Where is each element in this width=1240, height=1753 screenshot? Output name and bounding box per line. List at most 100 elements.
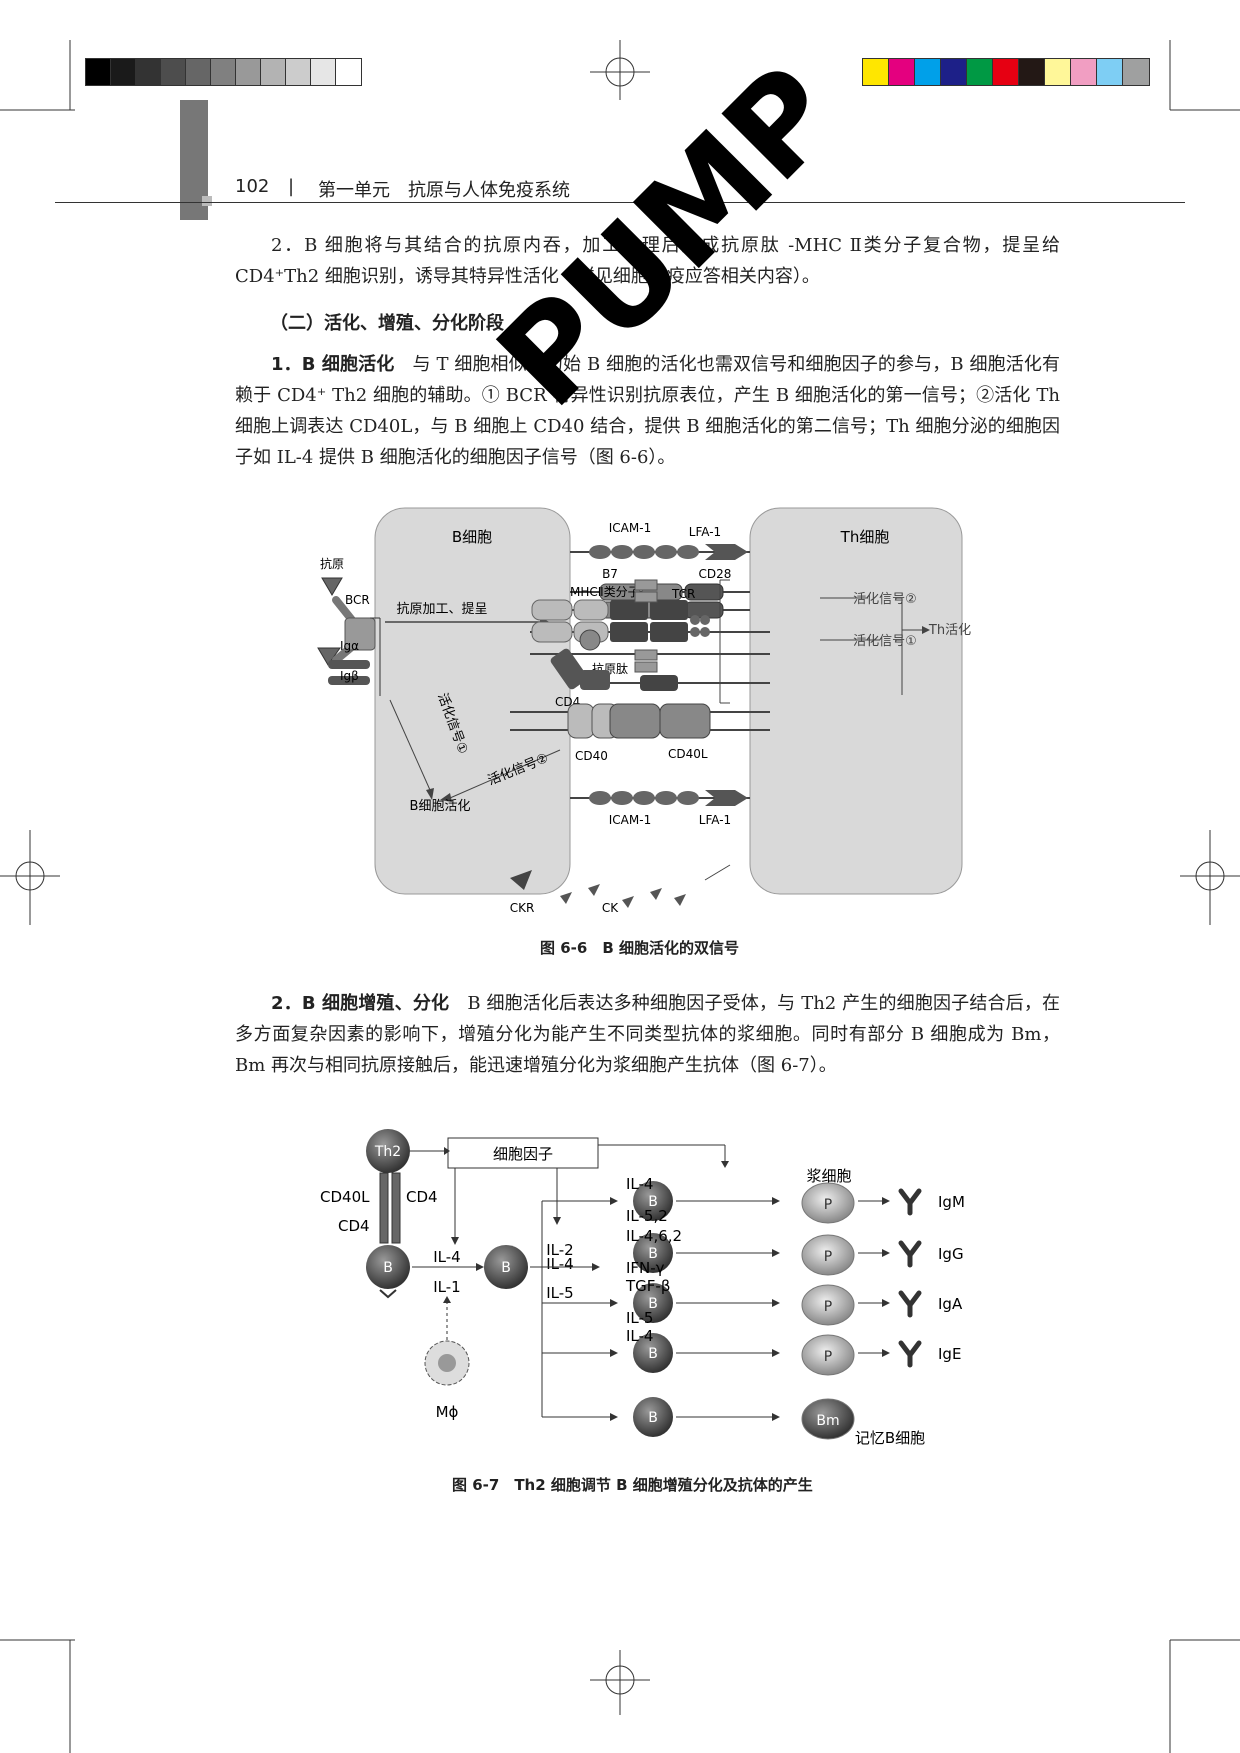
color-swatch (914, 58, 942, 86)
b-activation-label: B细胞活化 (410, 799, 471, 814)
antibody-label: IgG (938, 1245, 964, 1263)
il1-label: IL-1 (433, 1278, 460, 1296)
b-cell-label: B细胞 (452, 528, 492, 546)
b-cell-label: B (648, 1346, 658, 1362)
gray-swatch (210, 58, 237, 86)
th-activation-label: Th活化 (928, 623, 971, 638)
chapter-tab-notch (202, 196, 212, 206)
color-swatch (966, 58, 994, 86)
gray-swatch (185, 58, 212, 86)
gray-swatch (235, 58, 262, 86)
cell-type-label: P (824, 1299, 832, 1315)
antibody-label: IgA (938, 1295, 963, 1313)
plasma-cell (801, 1334, 855, 1376)
cytokine-bottom-label: IFN-γ (626, 1259, 665, 1277)
ck-label: CK (602, 901, 619, 915)
figure-6-7: Th2 细胞因子 CD40L CD4 CD4 B IL-4 IL-1 Mϕ B … (320, 1129, 965, 1447)
color-swatch (862, 58, 890, 86)
b-cell-label: B (648, 1296, 658, 1312)
cd40l-label: CD40L (668, 747, 708, 761)
color-swatch (888, 58, 916, 86)
gray-swatch (135, 58, 162, 86)
color-swatch (1096, 58, 1124, 86)
gray-swatch (110, 58, 137, 86)
paragraph-3-heading: 2．B 细胞增殖、分化 (271, 993, 450, 1014)
header-rule (55, 202, 1185, 203)
icam-bottom-label: ICAM-1 (609, 813, 651, 827)
gray-swatch (85, 58, 112, 86)
b-cell (633, 1397, 673, 1437)
paragraph-2-text: 与 T 细胞相似，初始 B 细胞的活化也需双信号和细胞因子的参与，B 细胞活化有… (235, 354, 1060, 468)
paragraph-3-text: B 细胞活化后表达多种细胞因子受体，与 Th2 产生的细胞因子结合后，在多方面复… (235, 993, 1060, 1076)
b-label-2: B (501, 1260, 511, 1276)
b-cell-body (374, 507, 571, 895)
cytokine-top-label: IL-4 (626, 1175, 653, 1193)
antibody-label: IgM (938, 1193, 965, 1211)
cytokines-label: 细胞因子 (493, 1145, 553, 1163)
cytokine-top-label: IL-4,6,2 (626, 1227, 682, 1245)
b-cell (633, 1181, 673, 1221)
cd28-label: CD28 (699, 567, 732, 581)
paragraph-2-heading: 1．B 细胞活化 (271, 354, 395, 375)
tcr-label: TCR (671, 587, 695, 601)
cd40-label: CD40 (575, 749, 608, 763)
plasma-cell (801, 1182, 855, 1224)
lfa-bottom-label: LFA-1 (699, 813, 731, 827)
cell-type-label: Bm (816, 1413, 839, 1429)
color-swatch (940, 58, 968, 86)
igalpha-label: Igα (340, 639, 359, 653)
figure-6-6-caption: 图 6-6 B 细胞活化的双信号 (540, 939, 739, 957)
figure-6-7-caption: 图 6-7 Th2 细胞调节 B 细胞增殖分化及抗体的产生 (452, 1476, 813, 1494)
processing-label: 抗原加工、提呈 (396, 601, 487, 617)
il5-label: IL-5 (546, 1284, 573, 1302)
signal-2-right-label: 活化信号② (853, 592, 917, 607)
figure-6-6: B细胞 Th细胞 ICAM-1 LFA-1 B7 CD28 活化信号② Th活化… (317, 507, 971, 915)
cytokine-bottom-label: IL-5,2 (626, 1207, 668, 1225)
th-cell-label: Th细胞 (840, 528, 890, 546)
color-swatch (1018, 58, 1046, 86)
gray-swatch (335, 58, 362, 86)
color-swatch (992, 58, 1020, 86)
il4-label-b: IL-4 (546, 1255, 573, 1273)
antigen-label: 抗原 (320, 556, 344, 571)
antibody-icon (898, 1188, 922, 1216)
memory-b-cell (801, 1398, 855, 1440)
b-cell (633, 1233, 673, 1273)
b7-label: B7 (602, 567, 618, 581)
th2-label: Th2 (374, 1144, 401, 1160)
bcr-label: BCR (345, 593, 370, 607)
color-swatch (1122, 58, 1150, 86)
gray-swatch (310, 58, 337, 86)
b-cell-label: B (648, 1410, 658, 1426)
plasma-cell-label: 浆细胞 (806, 1167, 851, 1185)
th-cell-body (749, 507, 963, 895)
cd4-label-b: CD4 (338, 1217, 370, 1235)
cd4-label-a: CD4 (406, 1188, 438, 1206)
b-cell-label: B (648, 1194, 658, 1210)
paragraph-2: 1．B 细胞活化 与 T 细胞相似，初始 B 细胞的活化也需双信号和细胞因子的参… (235, 349, 1060, 473)
cell-type-label: P (824, 1349, 832, 1365)
antibody-icon (898, 1290, 922, 1318)
signal-1-right-label: 活化信号① (853, 634, 917, 649)
cd40l-label-2: CD40L (320, 1188, 370, 1206)
cytokine-top-label: TGF-β (625, 1277, 670, 1295)
plasma-cell (801, 1234, 855, 1276)
lfa-top-label: LFA-1 (689, 525, 721, 539)
cytokine-bottom-label: IL-5 (626, 1309, 653, 1327)
section-heading: （二）活化、增殖、分化阶段 (270, 313, 504, 334)
mhc-ii-label: MHCⅡ类分子 (570, 585, 640, 599)
page-number: 102 (235, 176, 270, 197)
cell-type-label: P (824, 1249, 832, 1265)
b-label-1: B (383, 1260, 393, 1276)
il4-label-a: IL-4 (433, 1248, 460, 1266)
gray-swatch (260, 58, 287, 86)
gray-swatch (160, 58, 187, 86)
igbeta-label: Igβ (340, 669, 359, 683)
antibody-icon (898, 1340, 922, 1368)
cytokine-top-label: IL-4 (626, 1327, 653, 1345)
b-cell-label: B (648, 1246, 658, 1262)
plasma-cell (801, 1284, 855, 1326)
color-swatch (1070, 58, 1098, 86)
paragraph-3: 2．B 细胞增殖、分化 B 细胞活化后表达多种细胞因子受体，与 Th2 产生的细… (235, 988, 1060, 1081)
